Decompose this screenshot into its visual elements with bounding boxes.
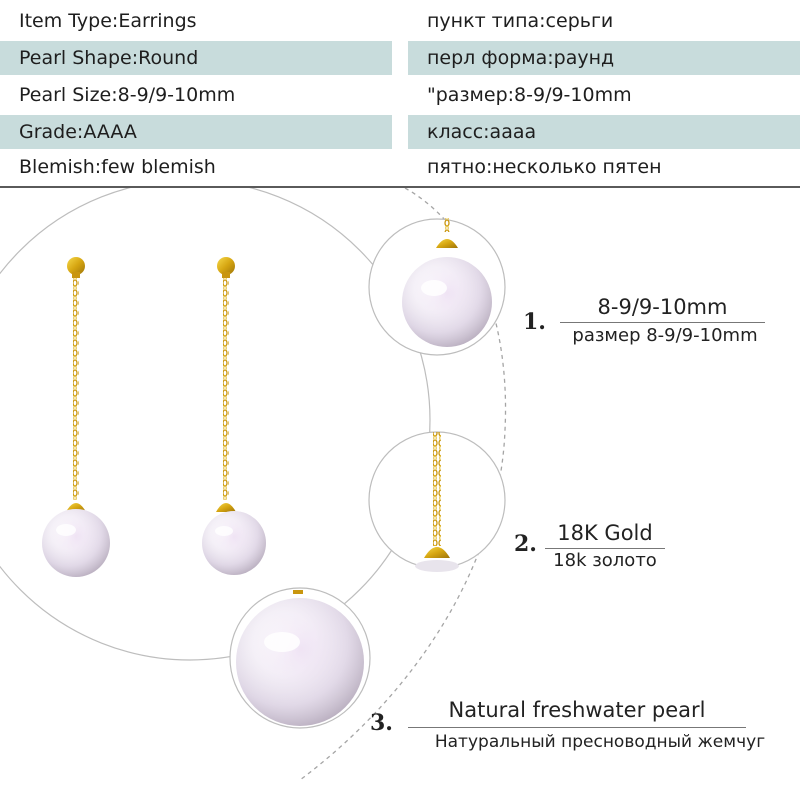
feature-title-2: 18K Gold — [557, 521, 653, 545]
spec-cell-ru: перл форма:раунд — [408, 41, 800, 75]
spec-cell-en: Pearl Size:8-9/9-10mm — [19, 84, 236, 106]
spec-cell-en: Item Type:Earrings — [19, 10, 197, 32]
spec-cell-en: Grade:AAAA — [0, 115, 392, 149]
spec-row-item-type: Item Type:Earrings пункт типа:серьги — [0, 4, 800, 38]
left-earring — [42, 257, 158, 577]
spec-row-pearl-size: Pearl Size:8-9/9-10mm "размер:8-9/9-10mm — [0, 78, 800, 112]
feature-number-3: 3. — [370, 710, 393, 736]
feature-title-3: Natural freshwater pearl — [448, 698, 706, 722]
feature-subtitle-3: Натуральный пресноводный жемчуг — [434, 732, 766, 752]
table-divider — [0, 186, 800, 188]
spec-cell-en: Blemish:few blemish — [19, 156, 216, 178]
spec-cell-ru: пункт типа:серьги — [427, 10, 614, 32]
spec-row-pearl-shape: Pearl Shape:Round перл форма:раунд — [0, 41, 800, 75]
spec-table: Item Type:Earrings пункт типа:серьги Pea… — [0, 0, 800, 186]
feature-circle-gold — [368, 431, 506, 572]
spec-row-grade: Grade:AAAA класс:аааа — [0, 115, 800, 149]
product-illustration — [0, 188, 507, 781]
feature-number-1: 1. — [523, 309, 546, 335]
spec-cell-ru: пятно:несколько пятен — [427, 156, 662, 178]
feature-rule-2 — [545, 548, 665, 549]
spec-cell-en: Pearl Shape:Round — [0, 41, 392, 75]
feature-subtitle-2: 18k золото — [553, 550, 657, 571]
feature-circle-pearl — [229, 587, 371, 729]
feature-rule-1 — [560, 322, 765, 323]
feature-subtitle-1: размер 8-9/9-10mm — [572, 325, 758, 346]
feature-title-1: 8-9/9-10mm — [597, 295, 728, 319]
feature-circle-pearl-size — [368, 218, 506, 356]
main-product-circle — [0, 188, 431, 661]
spec-cell-ru: класс:аааа — [408, 115, 800, 149]
spec-row-blemish: Blemish:few blemish пятно:несколько пяте… — [0, 150, 800, 184]
feature-rule-3 — [408, 727, 746, 728]
right-earring — [202, 257, 306, 575]
feature-number-2: 2. — [514, 531, 537, 557]
spec-cell-ru: "размер:8-9/9-10mm — [427, 84, 632, 106]
product-area: 1. 8-9/9-10mm размер 8-9/9-10mm 2. 18K G… — [0, 188, 800, 800]
